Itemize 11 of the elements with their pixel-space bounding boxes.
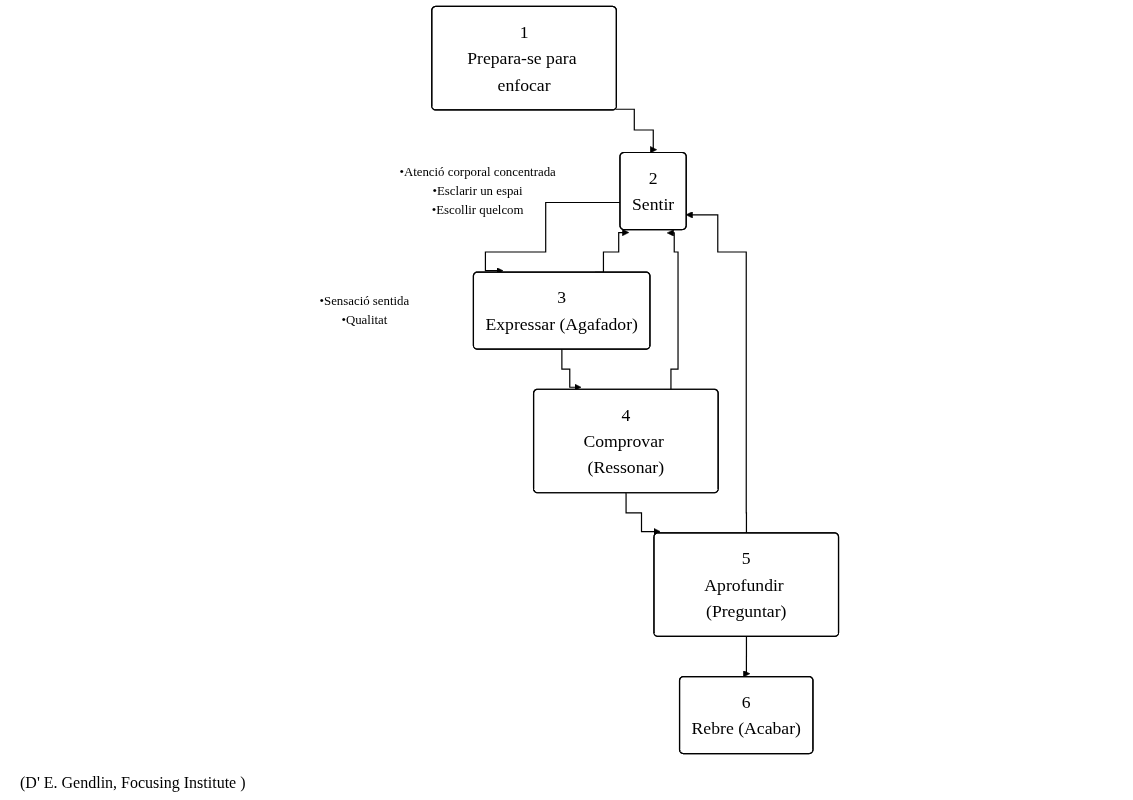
arrow — [685, 211, 747, 534]
node-label: •Qualitat — [340, 312, 387, 327]
node-label: •Esclarir un espai — [432, 183, 523, 198]
source-caption: (D' E. Gendlin, Focusing Institute ) — [20, 774, 246, 792]
node-label: •Sensació sentida — [319, 293, 409, 308]
node-label: •Atenció corporal concentrada — [398, 164, 556, 179]
arrow — [625, 492, 661, 536]
arrow — [614, 108, 657, 154]
arrow — [560, 348, 581, 391]
arrow — [742, 636, 750, 678]
node-label: •Escollir quelcom — [431, 203, 524, 217]
